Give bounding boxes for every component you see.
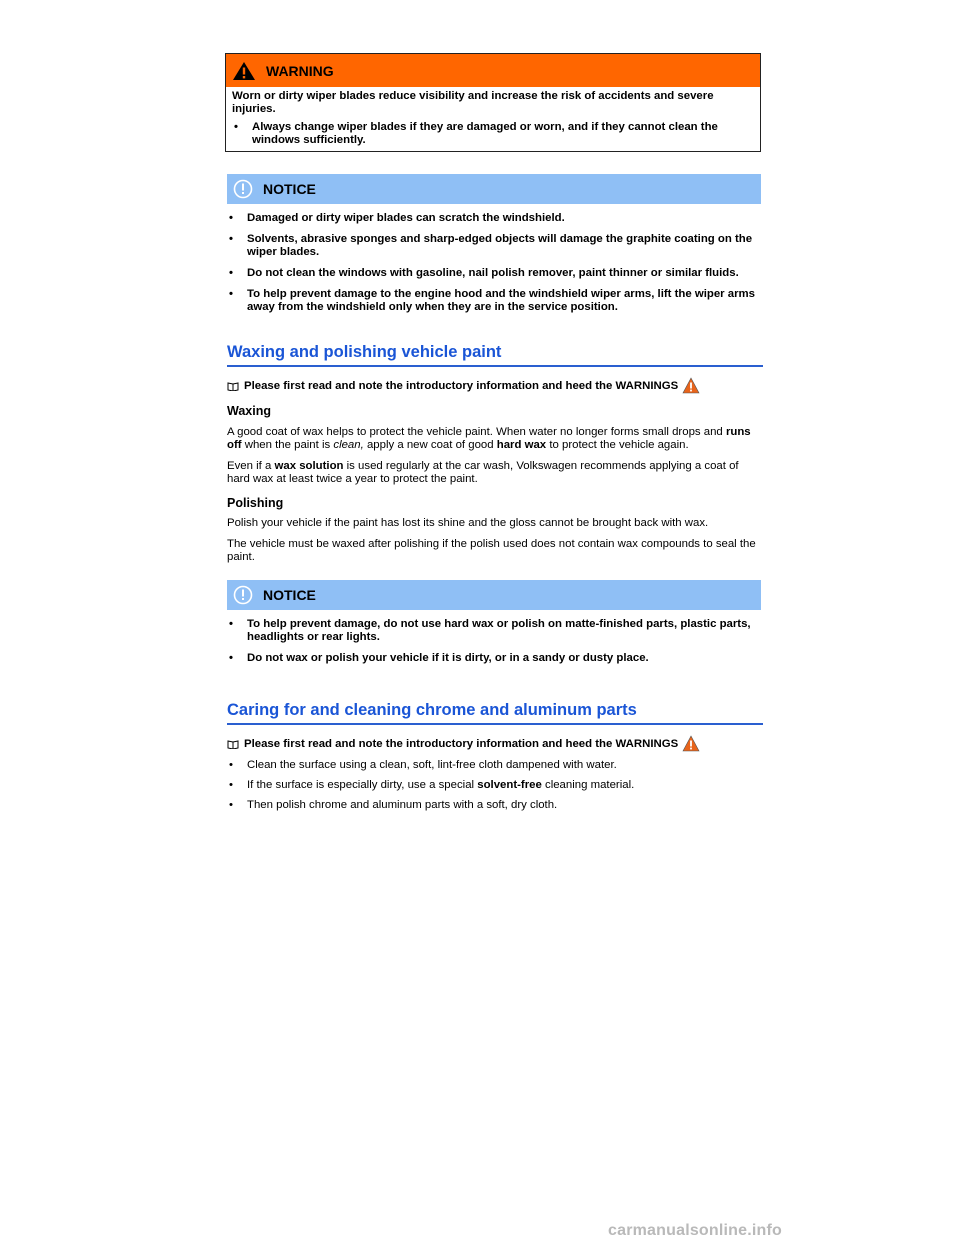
warning-title: WARNING — [266, 62, 334, 79]
list-item-text: Clean the surface using a clean, soft, l… — [247, 759, 617, 771]
warning-bullet: • Always change wiper blades if they are… — [232, 121, 754, 147]
list-item-text: Damaged or dirty wiper blades can scratc… — [247, 212, 565, 224]
notice-header: NOTICE — [227, 174, 761, 204]
list-item: • To help prevent damage, do not use hard… — [227, 618, 761, 644]
notice-title: NOTICE — [263, 181, 316, 197]
list-item-text: Do not wax or polish your vehicle if it … — [247, 652, 649, 664]
notice-exclamation-icon — [233, 585, 253, 605]
list-item: • To help prevent damage to the engine ho… — [227, 288, 761, 314]
intro-text: Please first read and note the introduct… — [244, 379, 679, 392]
section-waxing: Waxing and polishing vehicle paint Pleas… — [227, 343, 763, 564]
paragraph: Polish your vehicle if the paint has los… — [227, 517, 709, 529]
bullet-icon: • — [234, 121, 238, 133]
list-item-text: Do not clean the windows with gasoline, … — [247, 267, 739, 279]
warning-text: Worn or dirty wiper blades reduce visibi… — [232, 90, 714, 115]
list-item-text: Solvents, abrasive sponges and sharp-edg… — [247, 233, 753, 258]
warning-box: WARNING Worn or dirty wiper blades reduc… — [225, 53, 761, 152]
paragraph: The vehicle must be waxed after polishin… — [227, 538, 756, 563]
list-item-text: Then polish chrome and aluminum parts wi… — [247, 799, 558, 811]
notice-list: • To help prevent damage, do not use hard… — [227, 618, 761, 665]
paragraph: Even if a wax solution is used regularly… — [227, 460, 739, 485]
bullet-icon: • — [229, 212, 233, 224]
bullet-icon: • — [229, 779, 233, 791]
bullet-icon: • — [229, 288, 233, 300]
notice-box-1: NOTICE • Damaged or dirty wiper blades ca… — [227, 174, 761, 314]
list-item-text: To help prevent damage to the engine hoo… — [247, 288, 756, 313]
intro-text: Please first read and note the introduct… — [244, 737, 679, 750]
subheading-waxing: Waxing — [227, 404, 271, 418]
list-item-text: To help prevent damage, do not use hard … — [247, 618, 751, 643]
intro-line: Please first read and note the introduct… — [227, 377, 761, 394]
chrome-list: • Clean the surface using a clean, soft, … — [227, 759, 761, 812]
warning-header: WARNING — [226, 54, 760, 87]
warning-bullet-text: Always change wiper blades if they are d… — [252, 121, 718, 146]
bullet-icon: • — [229, 759, 233, 771]
warning-triangle-icon — [682, 377, 700, 394]
warning-triangle-icon — [682, 735, 700, 752]
list-item: • If the surface is especially dirty, use… — [227, 779, 761, 792]
warning-body: Worn or dirty wiper blades reduce visibi… — [226, 87, 760, 151]
notice-header: NOTICE — [227, 580, 761, 610]
list-item: • Damaged or dirty wiper blades can scrat… — [227, 212, 761, 225]
notice-title: NOTICE — [263, 587, 316, 603]
watermark: carmanualsonline.info — [608, 1222, 783, 1239]
list-item: • Do not wax or polish your vehicle if it… — [227, 652, 761, 665]
list-item: • Clean the surface using a clean, soft, … — [227, 759, 761, 772]
subheading-polishing: Polishing — [227, 496, 284, 510]
list-item: • Then polish chrome and aluminum parts w… — [227, 799, 761, 812]
notice-exclamation-icon — [233, 179, 253, 199]
section-chrome: Caring for and cleaning chrome and alumi… — [227, 701, 763, 812]
notice-list: • Damaged or dirty wiper blades can scrat… — [227, 212, 761, 314]
list-item: • Solvents, abrasive sponges and sharp-ed… — [227, 233, 761, 259]
list-item: • Do not clean the windows with gasoline,… — [227, 267, 761, 280]
list-item-text: If the surface is especially dirty, use … — [247, 779, 635, 791]
bullet-icon: • — [229, 652, 233, 664]
section-title: Caring for and cleaning chrome and alumi… — [227, 701, 763, 725]
bullet-icon: • — [229, 267, 233, 279]
bullet-icon: • — [229, 799, 233, 811]
book-icon — [227, 739, 239, 749]
bullet-icon: • — [229, 618, 233, 630]
bullet-icon: • — [229, 233, 233, 245]
paragraph: A good coat of wax helps to protect the … — [227, 426, 751, 451]
warning-triangle-icon — [233, 61, 255, 80]
section-title: Waxing and polishing vehicle paint — [227, 343, 763, 367]
notice-box-2: NOTICE • To help prevent damage, do not u… — [227, 580, 761, 665]
intro-line: Please first read and note the introduct… — [227, 735, 761, 752]
book-icon — [227, 381, 239, 391]
